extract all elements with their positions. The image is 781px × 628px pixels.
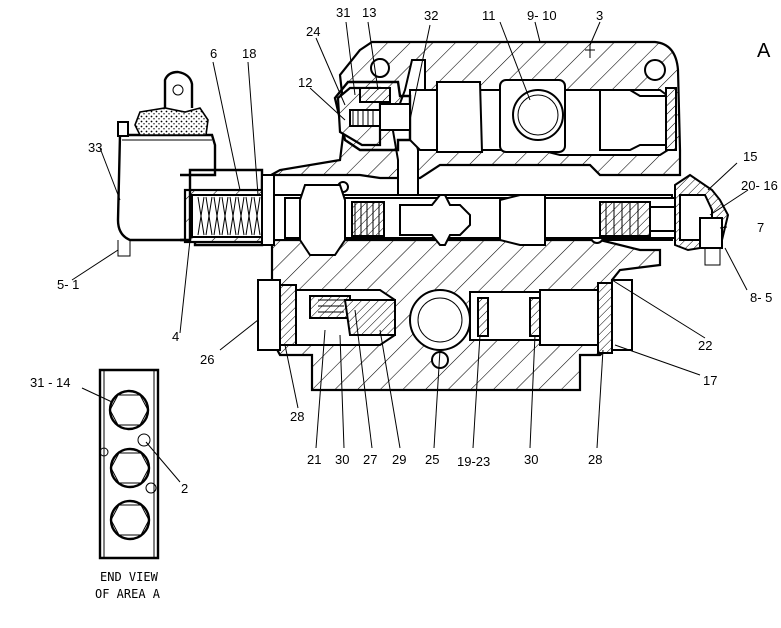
label-17: 17	[703, 373, 717, 388]
caption-line2: OF AREA A	[95, 587, 161, 601]
label-22: 22	[698, 338, 712, 353]
view-label: A	[757, 40, 771, 62]
label-28-right: 28	[588, 452, 602, 467]
label-19-23: 19-23	[457, 454, 490, 469]
label-27: 27	[363, 452, 377, 467]
label-15: 15	[743, 149, 757, 164]
main-spool	[284, 184, 681, 256]
label-31: 31	[336, 5, 350, 20]
label-8-5: 8- 5	[750, 290, 772, 305]
label-2: 2	[181, 481, 188, 496]
solenoid-actuator	[116, 70, 217, 257]
label-26: 26	[200, 352, 214, 367]
label-31-14: 31 - 14	[30, 375, 70, 390]
leader-lines	[71, 21, 749, 483]
callout-labels: A 31 13 32 11 9- 10 3 24 12 6 18 33 15 2…	[30, 5, 778, 601]
label-29: 29	[392, 452, 406, 467]
label-12: 12	[298, 75, 312, 90]
top-relief-valve	[333, 80, 412, 152]
right-end-cap	[674, 173, 730, 266]
label-25: 25	[425, 452, 439, 467]
label-33: 33	[88, 140, 102, 155]
label-13: 13	[362, 5, 376, 20]
label-24: 24	[306, 24, 320, 39]
spring-housing	[180, 168, 275, 247]
label-5-1: 5- 1	[57, 277, 79, 292]
valve-body	[260, 40, 682, 392]
label-30-left: 30	[335, 452, 349, 467]
label-28-left: 28	[290, 409, 304, 424]
label-4: 4	[172, 329, 179, 344]
label-32: 32	[424, 8, 438, 23]
label-3: 3	[596, 8, 603, 23]
label-6: 6	[210, 46, 217, 61]
label-9-10: 9- 10	[527, 8, 557, 23]
end-view-area-a	[98, 368, 160, 560]
label-11: 11	[482, 8, 496, 23]
caption-line1: END VIEW	[100, 570, 159, 584]
label-20-16: 20- 16	[741, 178, 778, 193]
label-7: 7	[757, 220, 764, 235]
label-18: 18	[242, 46, 256, 61]
label-30-right: 30	[524, 452, 538, 467]
label-21: 21	[307, 452, 321, 467]
